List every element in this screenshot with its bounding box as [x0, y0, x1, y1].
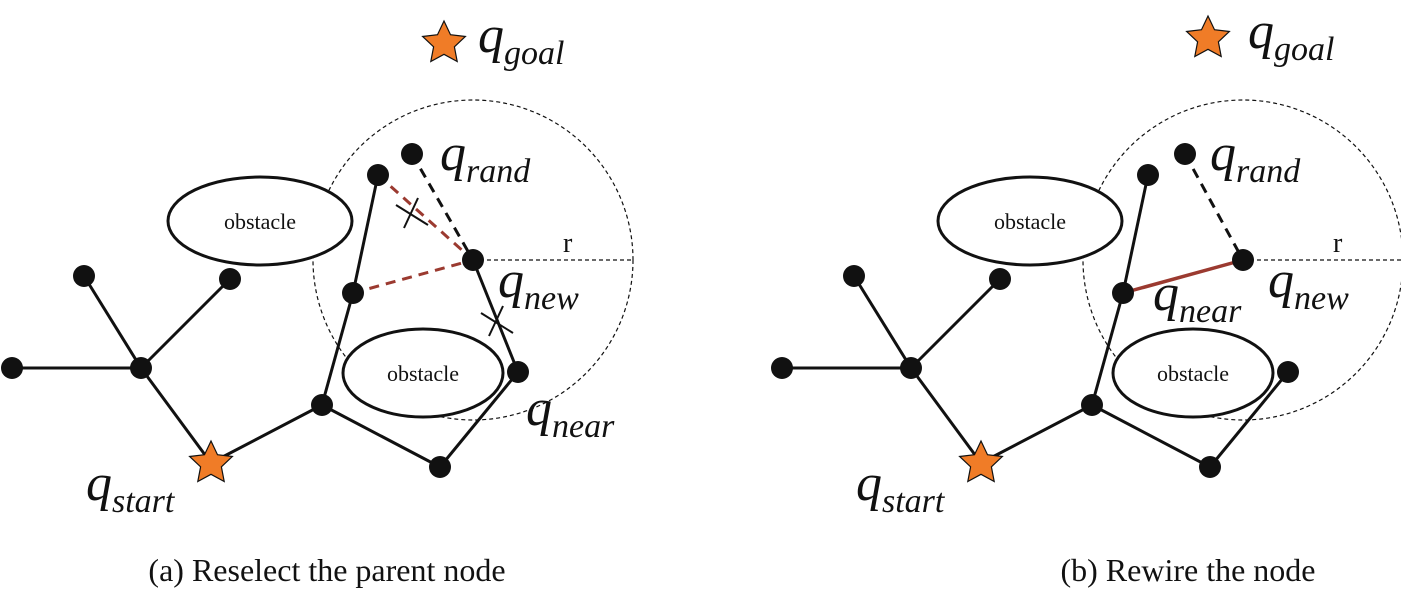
- tree-node: [771, 357, 793, 379]
- obstacle-label: obstacle: [994, 209, 1066, 234]
- obstacle: [341, 327, 505, 419]
- tree-edge: [852, 275, 913, 369]
- rand-to-new-edge: [410, 153, 475, 261]
- radius-label: r: [1333, 228, 1343, 259]
- obstacle-label: obstacle: [224, 209, 296, 234]
- tree-node: [1277, 361, 1299, 383]
- obstacle: [1111, 327, 1275, 419]
- tree-edge: [320, 292, 355, 406]
- search-radius-circle: [312, 99, 634, 421]
- panel-caption: (a) Reselect the parent node: [148, 552, 505, 588]
- obstacle-label: obstacle: [387, 361, 459, 386]
- obstacle-label: obstacle: [1157, 361, 1229, 386]
- tree-node: [900, 357, 922, 379]
- tree-edge: [1090, 292, 1125, 406]
- tree-node: [219, 268, 241, 290]
- q-rand-label: qrand: [440, 125, 531, 190]
- panel-caption: (b) Rewire the node: [1060, 552, 1315, 588]
- tree-node: [130, 357, 152, 379]
- tree-edge: [351, 174, 380, 294]
- start-star-icon: [188, 439, 234, 483]
- q-new-label: qnew: [1268, 252, 1349, 317]
- q-new-label: qnew: [498, 252, 579, 317]
- panel-b: r obstacle obstacle: [771, 3, 1401, 588]
- tree-node: [989, 268, 1011, 290]
- obstacle: [936, 175, 1124, 267]
- rand-to-new-edge: [1183, 153, 1245, 261]
- cross-mark: [480, 305, 514, 337]
- q-near-node: [1112, 282, 1134, 304]
- tree-node: [367, 164, 389, 186]
- tree-edge: [82, 275, 143, 369]
- tree-node: [311, 394, 333, 416]
- q-new-node: [1232, 249, 1254, 271]
- q-start-label: qstart: [856, 455, 946, 520]
- q-near-label: qnear: [1153, 265, 1242, 330]
- tree-edge: [1121, 174, 1150, 294]
- tree-nodes: [771, 143, 1299, 478]
- obstacle: [166, 175, 354, 267]
- cross-mark: [395, 197, 429, 229]
- q-rand-node: [401, 143, 423, 165]
- goal-star-icon: [1185, 14, 1231, 58]
- panel-a: r obstacle obstacle: [1, 7, 634, 588]
- tree-edges: [12, 174, 520, 469]
- tree-edge: [1091, 403, 1211, 469]
- tree-node: [1, 357, 23, 379]
- candidate-parent-edge: [376, 173, 475, 262]
- q-rand-label: qrand: [1210, 125, 1301, 190]
- tree-edges: [782, 174, 1290, 469]
- tree-nodes: [1, 143, 529, 478]
- q-goal-label: qgoal: [1248, 3, 1334, 68]
- q-new-node: [462, 249, 484, 271]
- tree-edge: [139, 277, 232, 370]
- q-rand-node: [1174, 143, 1196, 165]
- tree-edge: [139, 367, 213, 464]
- tree-node: [73, 265, 95, 287]
- tree-node: [429, 456, 451, 478]
- tree-node: [1081, 394, 1103, 416]
- tree-edge: [1208, 371, 1290, 468]
- radius-label: r: [563, 228, 573, 259]
- tree-node: [1137, 164, 1159, 186]
- tree-edge: [438, 371, 520, 468]
- tree-node: [342, 282, 364, 304]
- q-near-node: [507, 361, 529, 383]
- tree-edge: [909, 277, 1002, 370]
- q-goal-label: qgoal: [478, 7, 564, 72]
- rewired-parent-edge: [1122, 258, 1244, 295]
- q-near-label: qnear: [526, 380, 615, 445]
- tree-edge: [471, 259, 520, 373]
- tree-edge: [321, 403, 441, 469]
- tree-node: [843, 265, 865, 287]
- tree-node: [1199, 456, 1221, 478]
- candidate-parent-edge: [352, 258, 474, 295]
- tree-edge: [210, 403, 323, 465]
- q-start-label: qstart: [86, 455, 176, 520]
- goal-star-icon: [421, 19, 467, 63]
- tree-edge: [980, 403, 1093, 465]
- tree-edge: [909, 367, 983, 464]
- start-star-icon: [958, 439, 1004, 483]
